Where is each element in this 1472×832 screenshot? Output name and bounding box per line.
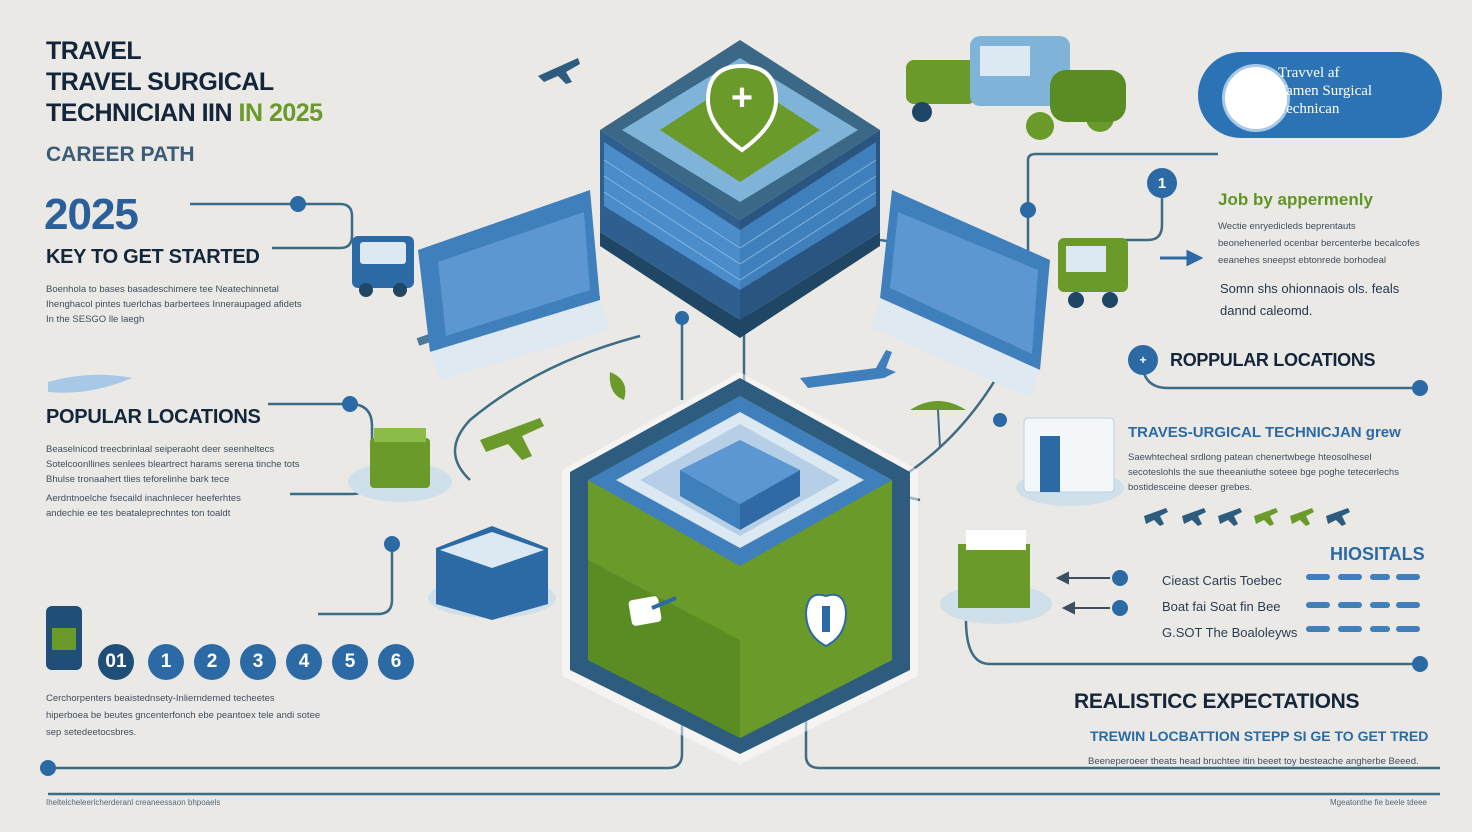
step-number-badge[interactable]: 1 [1147, 168, 1177, 198]
job-text: Wectie enryedicleds beprentauts beonehen… [1218, 218, 1420, 269]
tree-icon [609, 372, 966, 449]
footer-left: Iheltelcheleerlcherderanl creaneessaon b… [46, 798, 221, 807]
title-line-3: TECHNICIAN IIN IN 2025 [46, 98, 323, 129]
badge-text: Travvel af Tamen Surgical Technican [1278, 64, 1372, 118]
medical-kit-icon [628, 596, 677, 626]
step-circle[interactable]: 1 [148, 644, 184, 680]
step-circle[interactable]: 3 [240, 644, 276, 680]
badge-line: Travvel af [1278, 65, 1340, 81]
popular-line: Bhulse tronaahert tlies teforelinhe bark… [46, 474, 230, 485]
airplane-icon [538, 58, 580, 84]
hospital-list: Cieast Cartis Toebec Boat fai Soat fin B… [1162, 568, 1297, 646]
key-text: Boenhola to bases basadeschimere tee Nea… [46, 282, 302, 327]
hospitals-heading: HIOSITALS [1330, 544, 1425, 564]
arrow-left-icon [1055, 571, 1110, 615]
badge-line: Tamen Surgical [1278, 83, 1373, 99]
bottom-line: sep setedeetocsbres. [46, 727, 137, 738]
job-line: eeanehes sneepst ebtonrede borhodeal [1218, 255, 1386, 266]
airplane-icon [1144, 508, 1350, 526]
right-popular-heading: ROPPULAR LOCATIONS [1170, 350, 1376, 370]
growth-line: bostidesceine deeser grebes. [1128, 482, 1253, 493]
title-line-3a: TECHNICIAN IIN [46, 99, 239, 127]
step-circle[interactable]: 5 [332, 644, 368, 680]
medical-cabinet-icon [1016, 417, 1124, 506]
title-line-3b: IN 2025 [238, 99, 324, 127]
step-circle[interactable]: 6 [378, 644, 414, 680]
key-line: In the SESGO lle laegh [46, 314, 145, 325]
hospital-building-icon [940, 530, 1052, 624]
step-circle[interactable]: 4 [286, 644, 322, 680]
job-heading: Job by appermenly [1218, 190, 1373, 209]
popular-line: Aerdntnoelche fsecaild inachnlecer heefe… [46, 493, 241, 504]
job-note: Somn shs ohionnaois ols. feals dannd cal… [1220, 278, 1399, 322]
hospital-row[interactable]: Cieast Cartis Toebec [1162, 573, 1282, 588]
key-heading: KEY TO GET STARTED [46, 246, 260, 268]
bottom-left-text: Cerchorpenters beaistednsety-Inlierndeme… [46, 690, 320, 741]
key-line: Ihenghacol pintes tuerlchas barbertees I… [46, 299, 302, 310]
ambulance-icon [352, 236, 414, 297]
growth-line: Saewhtecheal srdlong patean chenertwbege… [1128, 452, 1372, 463]
seal-icon [804, 593, 848, 648]
hospital-row[interactable]: G.SOT The Boaloleyws [1162, 625, 1298, 640]
seal-icon [1222, 64, 1290, 132]
job-note-line: dannd caleomd. [1220, 303, 1313, 318]
expectations-heading: REALISTICC EXPECTATIONS [1074, 690, 1360, 713]
growth-heading: TRAVES-URGICAL TECHNICJAN grew [1128, 424, 1401, 441]
title-line-1: TRAVEL [46, 37, 142, 65]
medicine-bottle-icon [348, 428, 452, 502]
location-pin-icon: + [1128, 345, 1158, 375]
medical-shield-icon [705, 63, 779, 153]
ambulance-icon [1058, 238, 1128, 308]
main-hospital-block [562, 372, 918, 764]
job-line: beonehenerled ocenbar bercenterbe becalc… [1218, 238, 1420, 249]
airplane-icon [800, 350, 896, 388]
growth-line: secoteslohls the sue theeaniuthe soteee … [1128, 467, 1399, 478]
growth-text: Saewhtecheal srdlong patean chenertwbege… [1128, 450, 1399, 495]
arrow-right-icon [1160, 249, 1204, 267]
popular-line: andechie ee tes beataleprechntes ton toa… [46, 508, 231, 519]
hospital-row[interactable]: Boat fai Soat fin Bee [1162, 599, 1281, 614]
shield-cross-symbol: + [730, 77, 754, 119]
bottom-line: hiperboea be beutes gncenterfonch ebe pe… [46, 710, 321, 721]
title-badge: Travvel af Tamen Surgical Technican [1198, 52, 1442, 138]
key-line: Boenhola to bases basadeschimere tee Nea… [46, 284, 279, 295]
page-subtitle: CAREER PATH [46, 143, 195, 166]
title-line-2: TRAVEL SURGICAL [46, 68, 274, 96]
hospital-building-icon [428, 526, 556, 620]
year-label: 2025 [44, 190, 139, 239]
right-panel [872, 190, 1050, 398]
step-circle[interactable]: 2 [194, 644, 230, 680]
bottom-line: Cerchorpenters beaistednsety-Inlierndeme… [46, 693, 275, 704]
job-line: Wectie enryedicleds beprentauts [1218, 221, 1356, 232]
popular-line: Beaselnicod treecbrinlaal seiperaoht dee… [46, 444, 275, 455]
popular-locations-text: Beaselnicod treecbrinlaal seiperaoht dee… [46, 442, 299, 521]
airplane-icon [48, 374, 132, 393]
medicine-bottle-icon [46, 606, 82, 670]
step-circles: 01 1 2 3 4 5 6 [98, 644, 414, 680]
expectations-subheading: TREWIN LOCBATTION STEPP SI GE TO GET TRE… [1090, 728, 1429, 744]
airplane-icon [480, 418, 544, 460]
step-circle[interactable]: 01 [98, 644, 134, 680]
popular-locations-heading: POPULAR LOCATIONS [46, 406, 261, 428]
page-title: TRAVEL TRAVEL SURGICAL TECHNICIAN IIN IN… [46, 36, 323, 129]
job-note-line: Somn shs ohionnaois ols. feals [1220, 281, 1400, 296]
popular-line: Sotelcoonllines senlees bleartrect haram… [46, 459, 300, 470]
footer-right: Mgeatonthe fie beele tdeee [1330, 798, 1427, 807]
badge-line: Technican [1278, 101, 1340, 117]
left-panel [418, 190, 610, 380]
expectations-text: Beeneperoeer theats head bruchtee itin b… [1088, 756, 1419, 767]
truck-icon [906, 36, 1126, 140]
